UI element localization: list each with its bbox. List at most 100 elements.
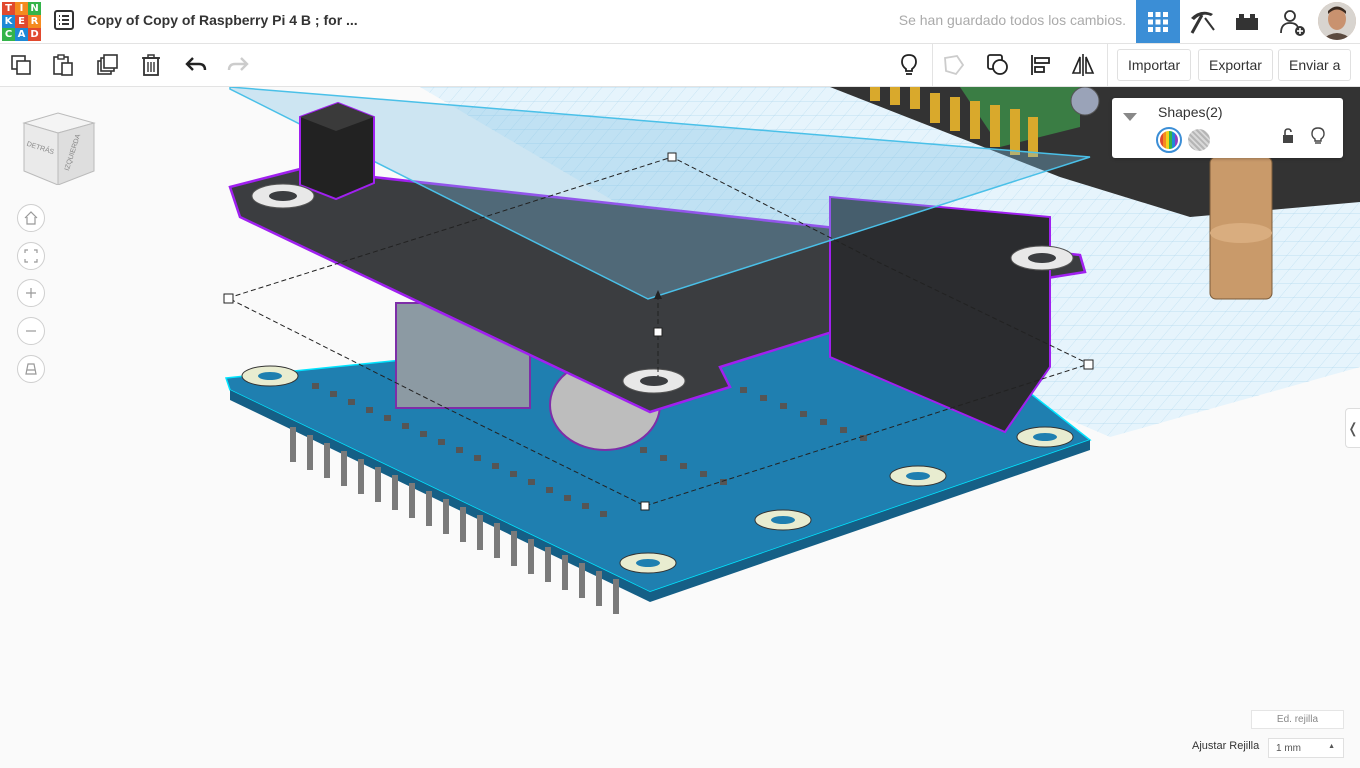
undo-icon: [185, 57, 207, 71]
view-cube-icon: [22, 112, 96, 186]
zoom-in-button[interactable]: [17, 279, 45, 307]
color-wheel-icon: [1160, 131, 1178, 149]
chevron-left-icon: ❬: [1347, 419, 1359, 436]
solid-color-button[interactable]: [1156, 127, 1182, 153]
board-pads: [312, 383, 867, 517]
connector-top: [300, 103, 374, 131]
notes-button[interactable]: [894, 50, 924, 80]
toolbar-divider: [932, 44, 933, 87]
logo-letter: C: [2, 28, 15, 41]
height-handle[interactable]: [653, 327, 663, 337]
invite-button[interactable]: [1270, 0, 1314, 43]
logo-letter: N: [28, 2, 41, 15]
inspector-title: Shapes(2): [1158, 104, 1223, 120]
top-bar: T I N K E R C A D Copy of Copy of Raspbe…: [0, 0, 1360, 44]
duplicate-button[interactable]: [93, 50, 123, 80]
paste-button[interactable]: [48, 50, 78, 80]
washer-hole: [1028, 253, 1056, 263]
logo-letter: D: [28, 28, 41, 41]
zoom-out-button[interactable]: [17, 317, 45, 345]
undo-button[interactable]: [181, 50, 211, 80]
resize-handle[interactable]: [1083, 359, 1094, 370]
copy-icon: [11, 55, 31, 75]
mirror-icon: [1071, 54, 1095, 76]
grid-icon: [1148, 11, 1168, 32]
logo-letter: T: [2, 2, 15, 15]
washer-hole: [640, 376, 668, 386]
align-button[interactable]: [1026, 50, 1056, 80]
lightbulb-icon: [901, 54, 917, 75]
audio-jack: [1070, 87, 1100, 116]
blue-board-edge-right: [650, 440, 1090, 602]
logo-letter: I: [15, 2, 28, 15]
perspective-button[interactable]: [17, 355, 45, 383]
resize-handle[interactable]: [640, 501, 650, 511]
lightbulb-icon[interactable]: [1311, 127, 1325, 145]
redo-button[interactable]: [223, 50, 253, 80]
lift-arrow[interactable]: [654, 290, 662, 299]
codeblocks-view-button[interactable]: [1180, 0, 1224, 43]
edit-grid-button[interactable]: Ed. rejilla: [1251, 710, 1344, 729]
home-view-button[interactable]: [17, 204, 45, 232]
list-icon: [54, 10, 74, 30]
mirror-button[interactable]: [1068, 50, 1098, 80]
tinkercad-logo[interactable]: T I N K E R C A D: [2, 2, 41, 41]
transparent-shape: [229, 87, 1091, 300]
fit-view-button[interactable]: [17, 242, 45, 270]
copy-button[interactable]: [6, 50, 36, 80]
import-button[interactable]: Importar: [1117, 49, 1192, 81]
chevron-down-icon[interactable]: [1123, 113, 1137, 121]
logo-letter: E: [15, 15, 28, 28]
hole-option-button[interactable]: [1188, 129, 1210, 151]
design-menu-button[interactable]: [52, 8, 76, 32]
paste-icon: [53, 54, 73, 76]
mounting-hole-center: [771, 516, 795, 524]
logo-letter: A: [15, 28, 28, 41]
workplane-canvas[interactable]: DETRÁS IZQUIERDA Shapes(2): [0, 87, 1360, 768]
toolbar-divider: [1107, 44, 1108, 87]
bricks-view-button[interactable]: [1225, 0, 1269, 43]
pickaxe-icon: [1190, 11, 1215, 34]
perspective-icon: [25, 363, 37, 375]
hole-button[interactable]: [939, 50, 969, 80]
redo-icon: [227, 57, 249, 71]
align-icon: [1031, 55, 1050, 75]
mounting-hole-center: [258, 372, 282, 380]
logo-letter: R: [28, 15, 41, 28]
add-user-icon: [1280, 9, 1305, 36]
3d-scene[interactable]: [0, 87, 1360, 768]
zoom-out-icon: [26, 330, 36, 332]
snap-grid-label: Ajustar Rejilla: [1192, 740, 1260, 752]
trash-icon: [142, 54, 160, 76]
group-icon: [987, 54, 1008, 75]
snap-grid-value: 1 mm: [1276, 742, 1301, 754]
mounting-hole-center: [636, 559, 660, 567]
mounting-hole-center: [1033, 433, 1057, 441]
lock-icon[interactable]: [1281, 128, 1295, 144]
resize-handle[interactable]: [223, 293, 234, 304]
export-button[interactable]: Exportar: [1198, 49, 1273, 81]
standoff-top: [1210, 223, 1272, 243]
3d-design-view-button[interactable]: [1136, 0, 1180, 43]
plate-support: [829, 195, 1051, 434]
avatar[interactable]: [1318, 2, 1356, 40]
group-button[interactable]: [983, 50, 1013, 80]
mounting-hole-center: [906, 472, 930, 480]
washer-hole: [269, 191, 297, 201]
brick-icon: [1236, 13, 1258, 30]
caret-up-icon: ▲: [1328, 743, 1335, 750]
document-title[interactable]: Copy of Copy of Raspberry Pi 4 B ; for .…: [87, 12, 358, 28]
shape-inspector: Shapes(2): [1112, 98, 1343, 158]
collapse-panel-button[interactable]: ❬: [1345, 408, 1360, 448]
home-icon: [24, 211, 38, 225]
resize-handle[interactable]: [667, 152, 677, 162]
delete-button[interactable]: [136, 50, 166, 80]
user-photo: [1318, 2, 1356, 40]
duplicate-icon: [97, 54, 118, 75]
save-status: Se han guardado todos los cambios.: [898, 12, 1126, 28]
logo-letter: K: [2, 15, 15, 28]
send-to-button[interactable]: Enviar a: [1278, 49, 1352, 81]
snap-grid-select[interactable]: 1 mm ▲: [1268, 738, 1344, 758]
view-cube[interactable]: DETRÁS IZQUIERDA: [18, 105, 98, 186]
edit-toolbar: Importar Exportar Enviar a: [0, 44, 1360, 87]
